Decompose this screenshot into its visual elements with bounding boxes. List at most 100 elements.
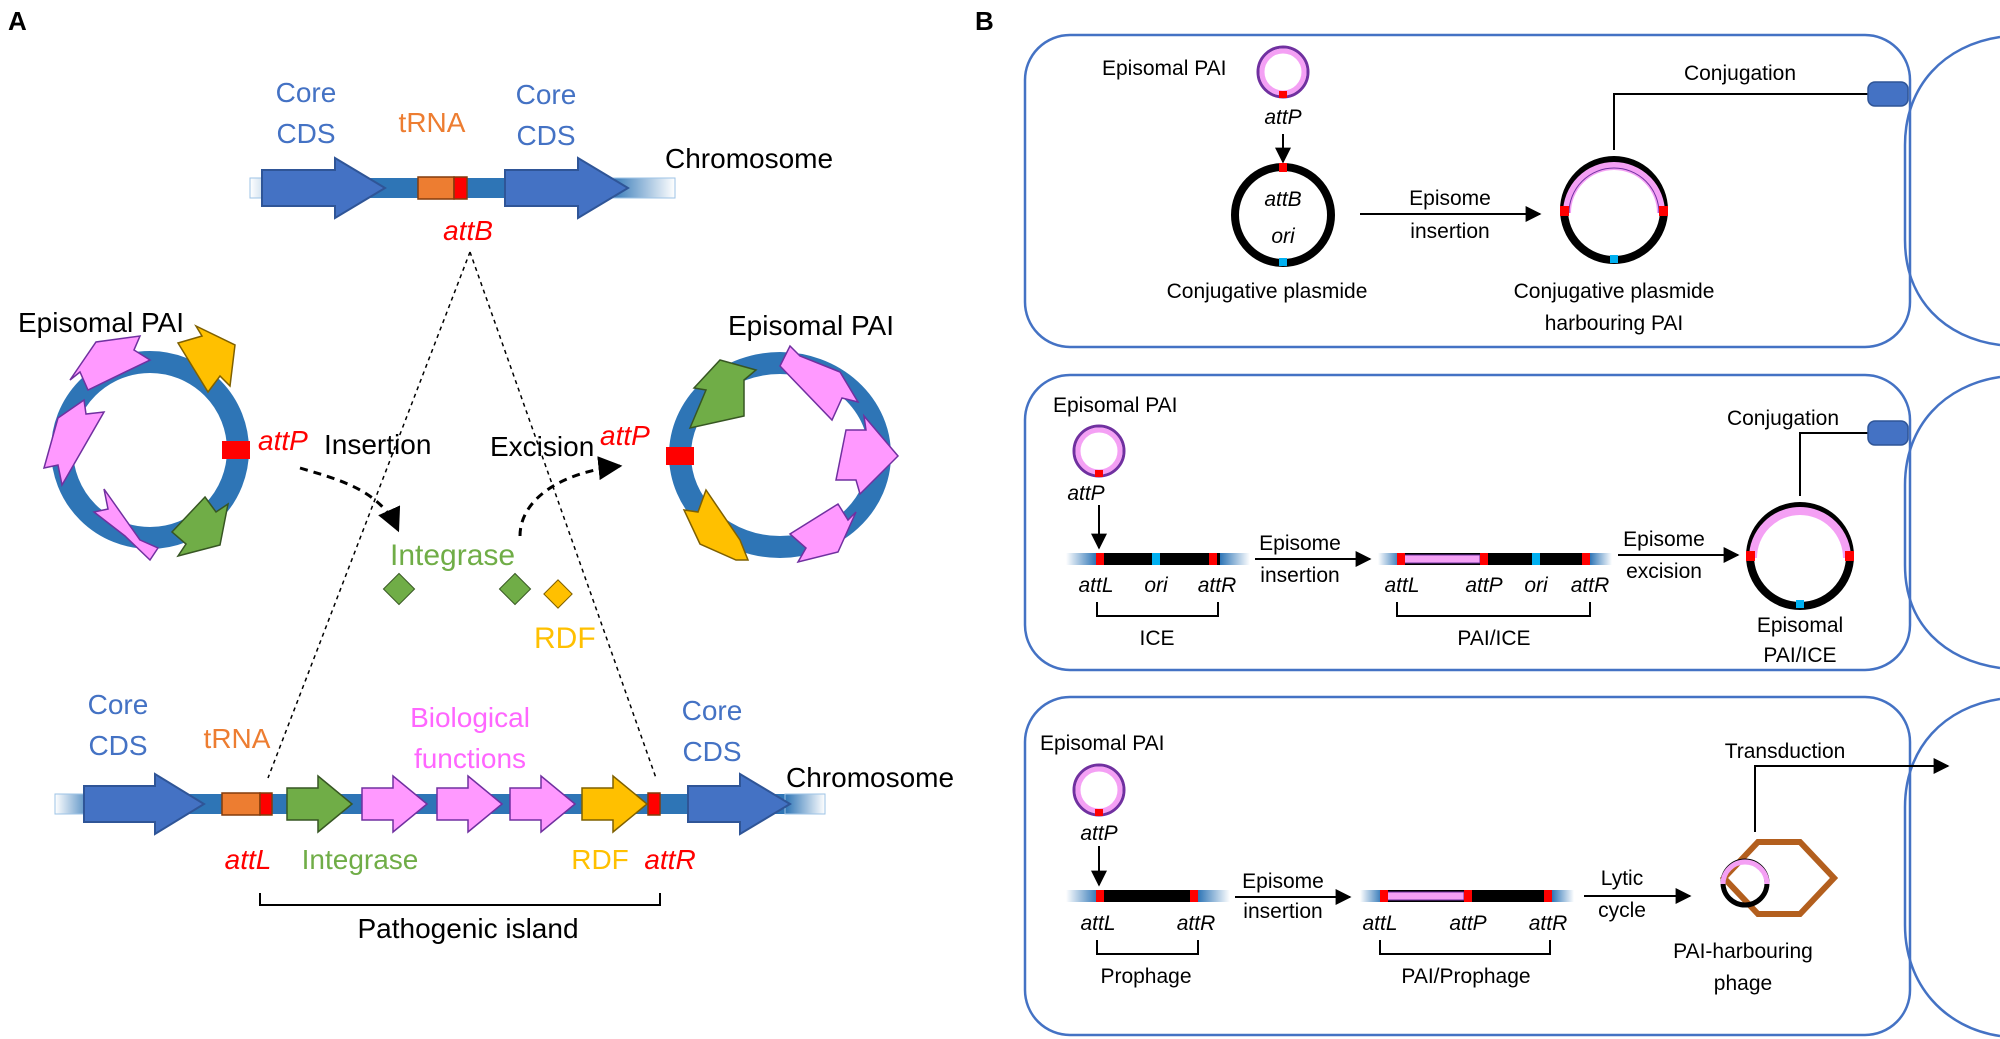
pathogenic-island-label: Pathogenic island [357, 913, 578, 944]
step-label: insertion [1410, 220, 1489, 243]
core-cds-label: Core [276, 77, 337, 108]
attl-label: attL [1384, 574, 1419, 597]
attr-label: attR [644, 844, 695, 875]
island-bracket [259, 893, 661, 906]
core-cds-label: CDS [682, 736, 741, 767]
donor-cell [1023, 695, 1912, 1037]
bio-arrow [788, 502, 857, 564]
step-label: Episome [1242, 870, 1324, 893]
prophage-label: Prophage [1100, 965, 1191, 988]
bio-arrow [779, 344, 860, 422]
attp-label: attP [1080, 822, 1117, 845]
episomal-pai-label: Episomal PAI [1053, 394, 1178, 417]
cell-outlines [1023, 33, 2000, 1038]
attp-site [666, 447, 694, 465]
chromosome-label: Chromosome [665, 143, 833, 174]
attb-site [1279, 163, 1287, 172]
donor-cell [1023, 33, 1912, 349]
bottom-chromosome [54, 772, 826, 836]
attb-label: attB [1264, 188, 1301, 211]
attr-label: attR [1571, 574, 1610, 597]
donor-cell [1023, 373, 1912, 672]
integrase-protein [498, 572, 532, 606]
zoom-line [469, 251, 657, 779]
pilus-channel [1867, 81, 1909, 107]
row1-conjugative-plasmid: Episomal PAI attP attB ori Conjugative p… [1102, 45, 1909, 335]
attl-label: attL [225, 844, 272, 875]
attb-site [453, 176, 468, 200]
conjugation-arrow [1613, 86, 1892, 150]
trna-label: tRNA [399, 107, 466, 138]
result-label: Conjugative plasmide [1514, 280, 1715, 303]
integrase-label: Integrase [390, 539, 515, 572]
ori-label: ori [1271, 225, 1296, 248]
rdf-label: RDF [571, 844, 629, 875]
bio-arrow [509, 774, 577, 834]
row3-prophage: Episomal PAI attP attL attR Prophage Epi… [1040, 732, 1950, 995]
trna-box [221, 792, 261, 816]
result-label: harbouring PAI [1545, 312, 1684, 335]
bio-arrow [92, 488, 160, 562]
integrase-label: Integrase [302, 844, 419, 875]
excision-label: Excision [490, 431, 594, 462]
ori-label: ori [1144, 574, 1169, 597]
ice-label: ICE [1139, 627, 1174, 650]
bio-functions-label: Biological [410, 702, 530, 733]
result-label: PAI/ICE [1763, 644, 1836, 667]
episomal-pai-label: Episomal PAI [728, 310, 894, 341]
excision-arrow [518, 456, 623, 537]
pai-prophage-label: PAI/Prophage [1401, 965, 1530, 988]
transduction-arrow [1754, 758, 1950, 832]
result-label: Episomal [1757, 614, 1843, 637]
core-cds-label: CDS [276, 118, 335, 149]
top-chromosome [249, 156, 676, 220]
attp-label: attP [258, 425, 308, 456]
ori-label: ori [1524, 574, 1549, 597]
panel-a-letter: A [8, 6, 27, 36]
attr-label: attR [1529, 912, 1568, 935]
rdf-arrow [581, 774, 649, 834]
core-cds-arrow [687, 772, 792, 836]
rdf-arrow [682, 488, 750, 561]
attp-label: attP [1449, 912, 1486, 935]
step-label: Episome [1623, 528, 1705, 551]
recipient-cell [1903, 35, 2000, 347]
attr-site [647, 792, 661, 816]
attp-label: attP [1465, 574, 1502, 597]
conjugative-plasmid [1231, 163, 1335, 267]
attp-label: attP [600, 420, 650, 451]
bio-arrow [42, 398, 106, 488]
attr-label: attR [1177, 912, 1216, 935]
transfer-label: Transduction [1725, 740, 1846, 763]
integrase-arrow [286, 774, 354, 834]
panel-a: A Core CDS tRNA Core CDS Chromosome attB [8, 6, 954, 944]
attl-label: attL [1362, 912, 1397, 935]
integrase-arrow [688, 359, 758, 430]
step-label: Lytic [1601, 867, 1643, 890]
transfer-label: Conjugation [1727, 407, 1839, 430]
phage-capsid [1719, 839, 1839, 917]
recipient-cell [1903, 697, 2000, 1038]
bio-arrow [835, 413, 900, 496]
attb-label: attB [443, 215, 493, 246]
recipient-cell [1903, 375, 2000, 670]
zoom-line [267, 251, 471, 779]
core-cds-arrow [504, 156, 630, 220]
rdf-arrow [176, 324, 236, 394]
core-cds-label: Core [88, 689, 149, 720]
integrase-arrow [170, 495, 230, 558]
bio-arrow [436, 774, 504, 834]
result-label: phage [1714, 972, 1772, 995]
row2-ice: Episomal PAI attP attL ori attR ICE Epis… [1053, 394, 1909, 667]
bio-arrow [361, 774, 429, 834]
attp-label: attP [1264, 106, 1301, 129]
episomal-pai-left [42, 324, 250, 562]
attp-label: attP [1067, 482, 1104, 505]
plasmid-with-pai [1560, 156, 1668, 264]
integrase-protein [382, 572, 416, 606]
bio-functions-label: functions [414, 743, 526, 774]
core-cds-label: CDS [516, 120, 575, 151]
rdf-protein [543, 579, 573, 609]
pilus-channel [1867, 420, 1909, 446]
